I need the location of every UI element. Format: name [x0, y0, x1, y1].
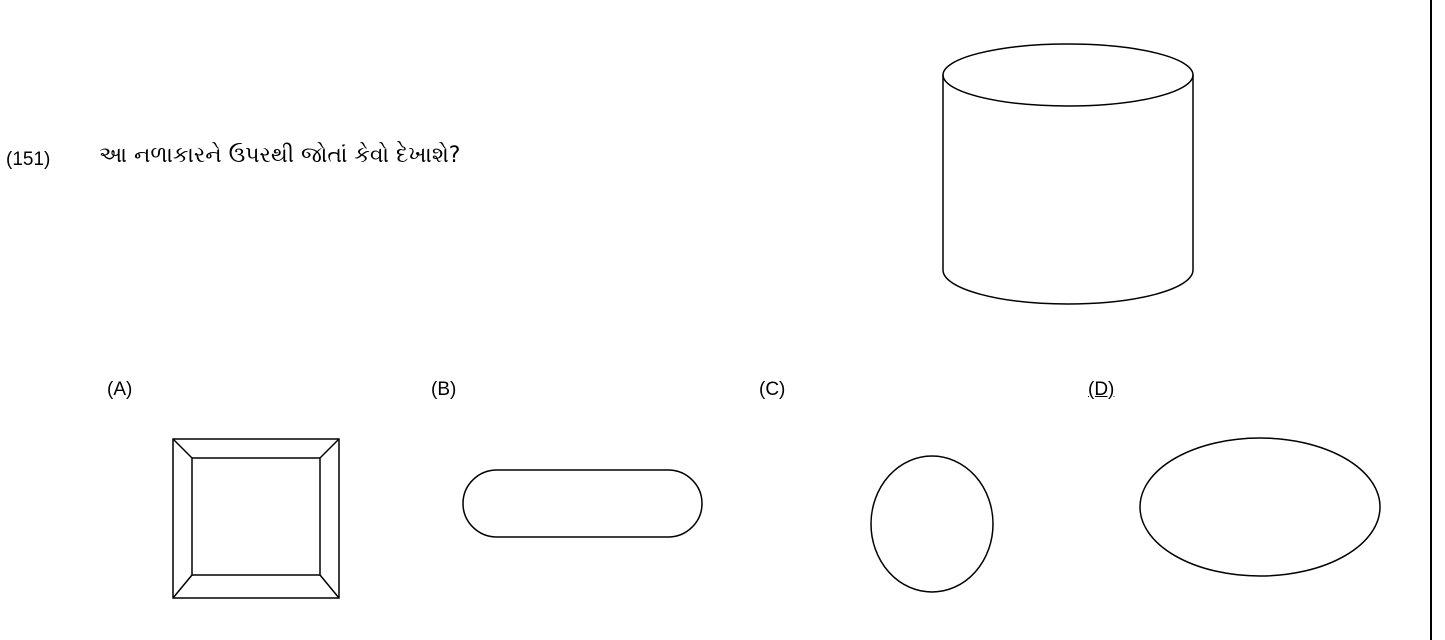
option-a-label[interactable]: (A) — [107, 379, 133, 400]
page-right-border — [1430, 0, 1432, 640]
ellipse-icon[interactable] — [1138, 436, 1384, 580]
rounded-rectangle-icon[interactable] — [462, 469, 704, 539]
question-text: આ નળાકારને ઉપરથી જોતાં કેવો દેખાશે? — [99, 143, 461, 168]
question-number: (151) — [6, 149, 51, 170]
cylinder-icon — [942, 43, 1194, 305]
option-d-label[interactable]: (D) — [1088, 379, 1115, 400]
beveled-square-icon[interactable] — [172, 438, 342, 600]
circle-icon[interactable] — [869, 454, 997, 596]
option-c-label[interactable]: (C) — [759, 379, 786, 400]
option-b-label[interactable]: (B) — [431, 379, 457, 400]
